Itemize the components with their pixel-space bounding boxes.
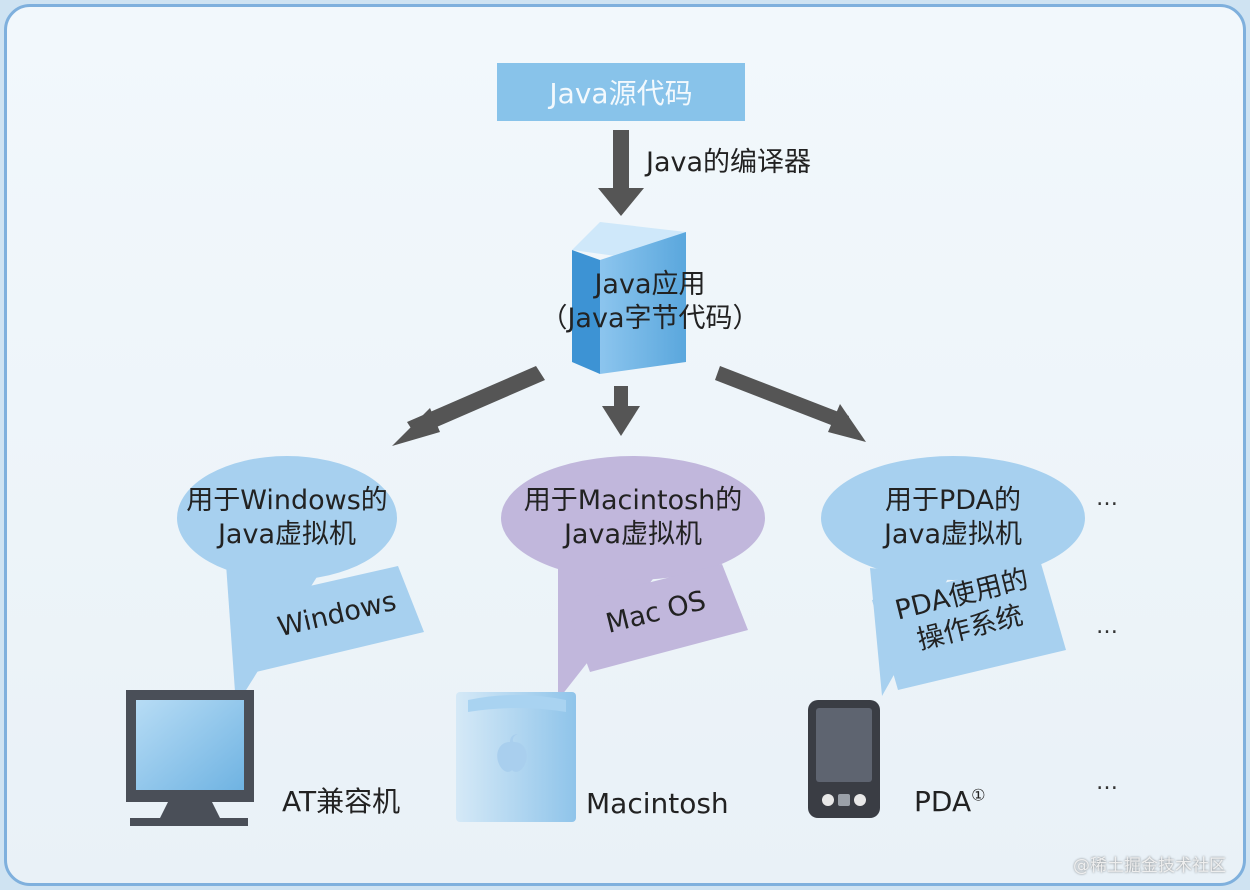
- java-app-book-icon: [572, 222, 686, 374]
- windows-vm-label: 用于Windows的 Java虚拟机: [177, 484, 397, 552]
- pda-label-text: PDA: [914, 785, 972, 818]
- pda-vm-line2: Java虚拟机: [883, 518, 1023, 550]
- java-source-code-box: Java源代码: [497, 63, 745, 121]
- mac-vm-label: 用于Macintosh的 Java虚拟机: [501, 484, 765, 552]
- mac-vm-bubble-shape: [501, 456, 765, 700]
- watermark: @稀土掘金技术社区: [1073, 856, 1226, 876]
- java-app-label: Java应用 （Java字节代码）: [530, 268, 770, 336]
- arrow-to-mac: [602, 386, 640, 436]
- pda-vm-label: 用于PDA的 Java虚拟机: [821, 484, 1085, 552]
- at-compatible-label: AT兼容机: [282, 785, 401, 818]
- mac-vm-line1: 用于Macintosh的: [523, 485, 743, 516]
- more-devices-ellipsis: …: [1096, 770, 1120, 795]
- windows-vm-line1: 用于Windows的: [186, 485, 388, 516]
- flow-arrows: [392, 130, 866, 446]
- windows-vm-bubble-shape: [177, 456, 424, 706]
- pda-vm-bubble-shape: [821, 456, 1085, 696]
- windows-vm-line2: Java虚拟机: [217, 518, 357, 550]
- arrow-to-pda: [715, 366, 866, 442]
- windows-vm-ellipse: [177, 456, 397, 580]
- pda-device-icon: [808, 700, 880, 818]
- pda-vm-ellipse: [821, 456, 1085, 580]
- compiler-label: Java的编译器: [646, 147, 812, 178]
- arrow-compile: [598, 130, 644, 216]
- pda-footnote-mark: ①: [971, 785, 986, 805]
- mac-os-box: [565, 564, 748, 672]
- macintosh-tower-icon: [456, 692, 576, 822]
- macintosh-label: Macintosh: [586, 787, 729, 820]
- pda-os-box: [872, 560, 1066, 690]
- more-os-ellipsis: …: [1096, 614, 1120, 639]
- windows-os-box: [230, 566, 424, 672]
- arrow-to-windows: [392, 366, 545, 446]
- java-source-code-label: Java源代码: [549, 77, 693, 110]
- pda-label: PDA①: [914, 784, 985, 819]
- mac-vm-ellipse: [501, 456, 765, 580]
- java-bytecode-label: （Java字节代码）: [540, 302, 760, 334]
- more-vms-ellipsis: …: [1096, 486, 1120, 511]
- mac-vm-line2: Java虚拟机: [563, 518, 703, 550]
- at-computer-icon: [126, 690, 254, 826]
- java-app-title: Java应用: [594, 269, 706, 300]
- pda-vm-line1: 用于PDA的: [884, 485, 1022, 516]
